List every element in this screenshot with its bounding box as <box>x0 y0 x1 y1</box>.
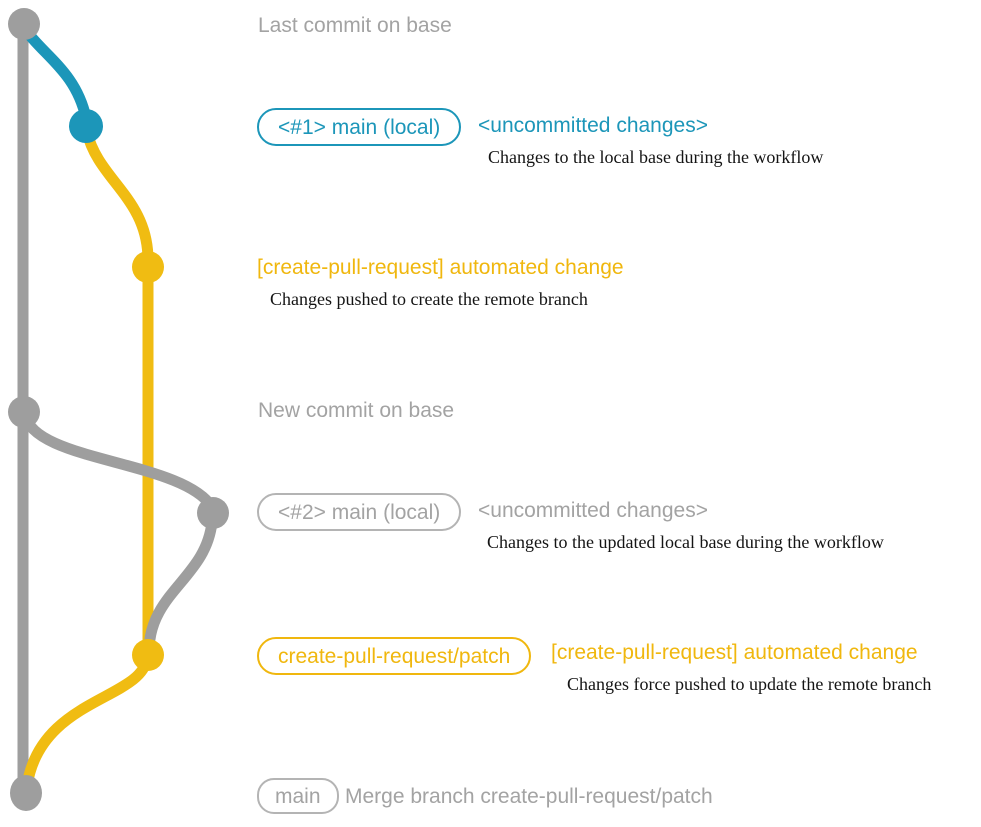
local-main-2-branch-curve <box>19 412 217 511</box>
commit-dot-local-main-2 <box>197 497 229 529</box>
commit-title-uncommitted-changes-1: <uncommitted changes> <box>478 114 708 137</box>
commit-description-4: Changes force pushed to update the remot… <box>567 674 932 694</box>
local-main-1-branch-line <box>19 24 92 120</box>
commit-description-1: Changes to the local base during the wor… <box>488 147 824 167</box>
commit-description-2: Changes pushed to create the remote bran… <box>270 289 588 309</box>
branch-label-create-pull-request-patch: create-pull-request/patch <box>257 637 532 675</box>
commit-dot-last-base <box>8 8 40 40</box>
branch-label-main-local-1: <#1> main (local) <box>257 108 462 146</box>
commit-dot-automated-change-2 <box>132 639 164 671</box>
commit-description-3: Changes to the updated local base during… <box>487 532 884 552</box>
patch-branch-curve <box>81 130 154 261</box>
branch-label-main: main <box>257 778 339 814</box>
commit-dot-local-main-1 <box>69 109 103 143</box>
commit-dot-new-base <box>8 396 40 428</box>
commit-dot-automated-change-1 <box>132 251 164 283</box>
note-last-commit-on-base: Last commit on base <box>258 14 452 37</box>
force-push-curve <box>143 521 218 651</box>
commit-dot-merge <box>10 775 42 811</box>
commit-title-uncommitted-changes-2: <uncommitted changes> <box>478 499 708 522</box>
git-graph <box>8 8 229 811</box>
branch-label-main-local-2: <#2> main (local) <box>257 493 462 531</box>
commit-title-automated-change-2: [create-pull-request] automated change <box>551 641 918 664</box>
commit-title-automated-change-1: [create-pull-request] automated change <box>257 256 624 279</box>
patch-merge-curve <box>21 656 153 787</box>
note-new-commit-on-base: New commit on base <box>258 399 455 422</box>
merge-commit-message: Merge branch create-pull-request/patch <box>345 785 713 808</box>
